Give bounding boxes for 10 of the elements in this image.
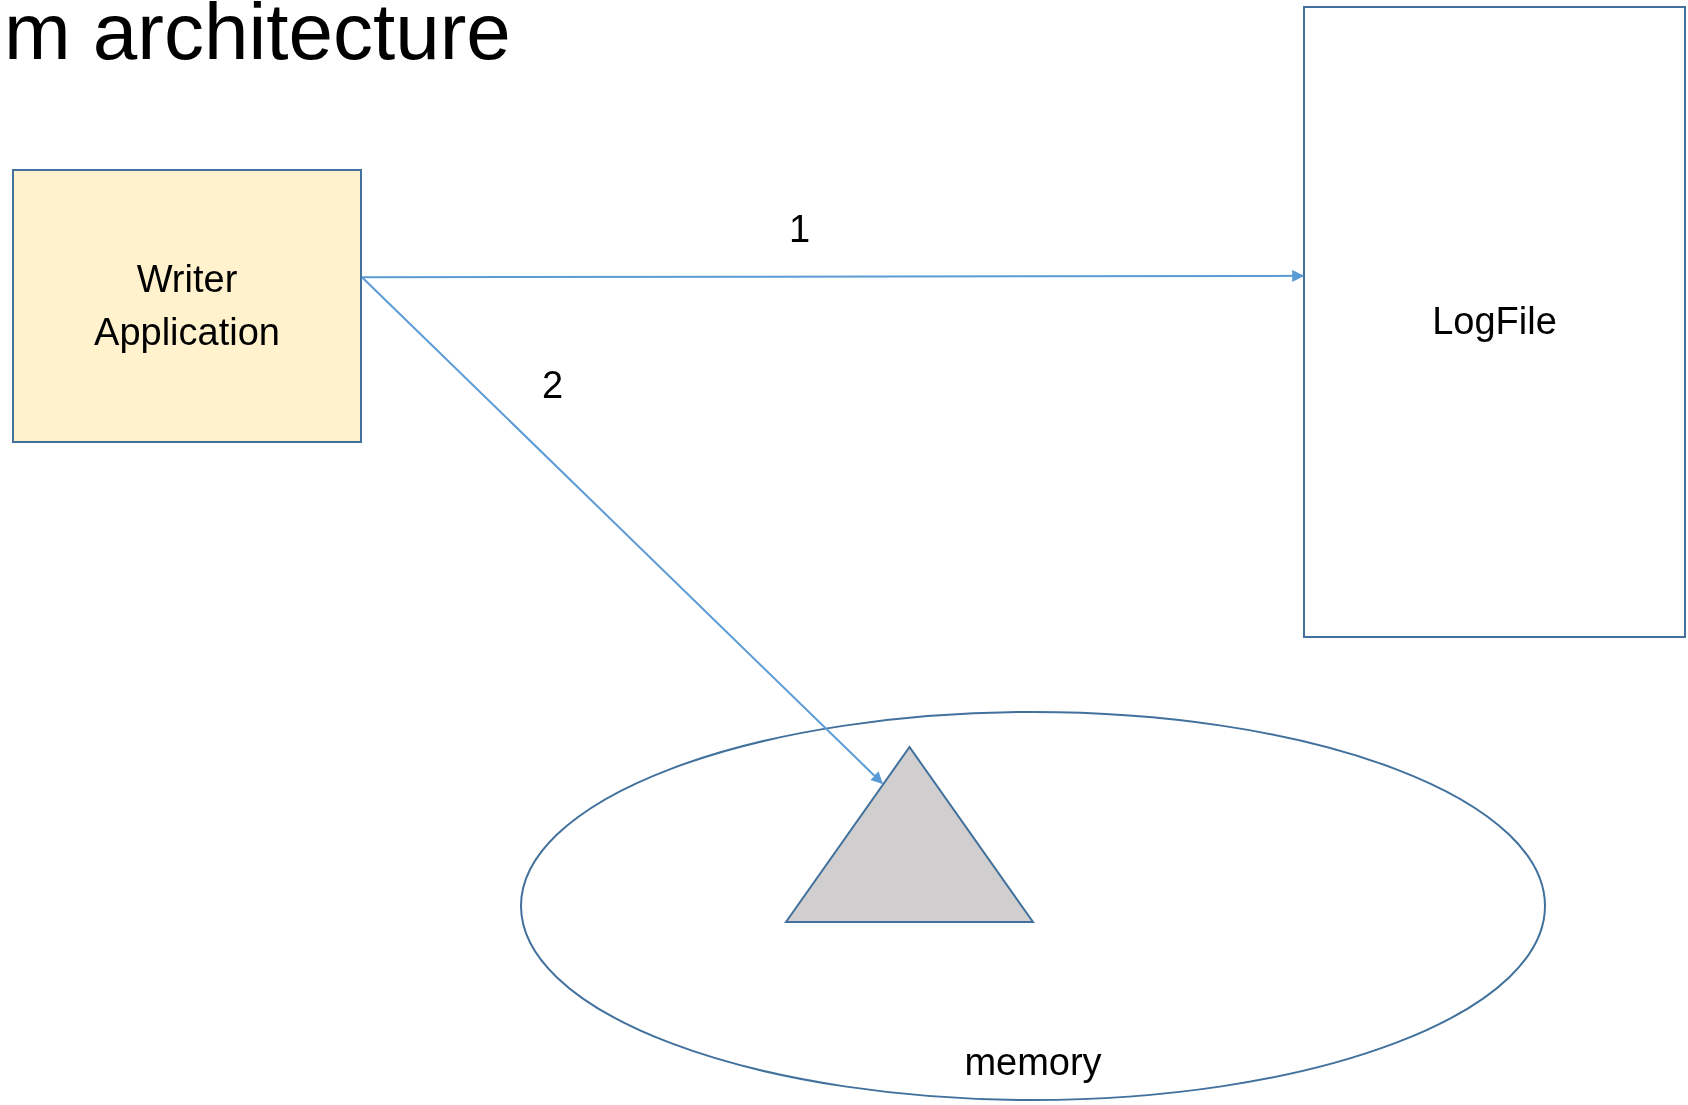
node-label: LogFile: [1432, 299, 1557, 345]
arrow: [361, 276, 884, 785]
node-label: Writer Application: [93, 256, 281, 355]
memory-ellipse: [520, 711, 1546, 1101]
title: m architecture: [4, 0, 511, 78]
triangle: [785, 746, 1034, 923]
arrow: [361, 269, 1305, 282]
process-box: [1303, 6, 1686, 638]
node-label: memory: [964, 1039, 1102, 1085]
process-box: [12, 169, 362, 443]
